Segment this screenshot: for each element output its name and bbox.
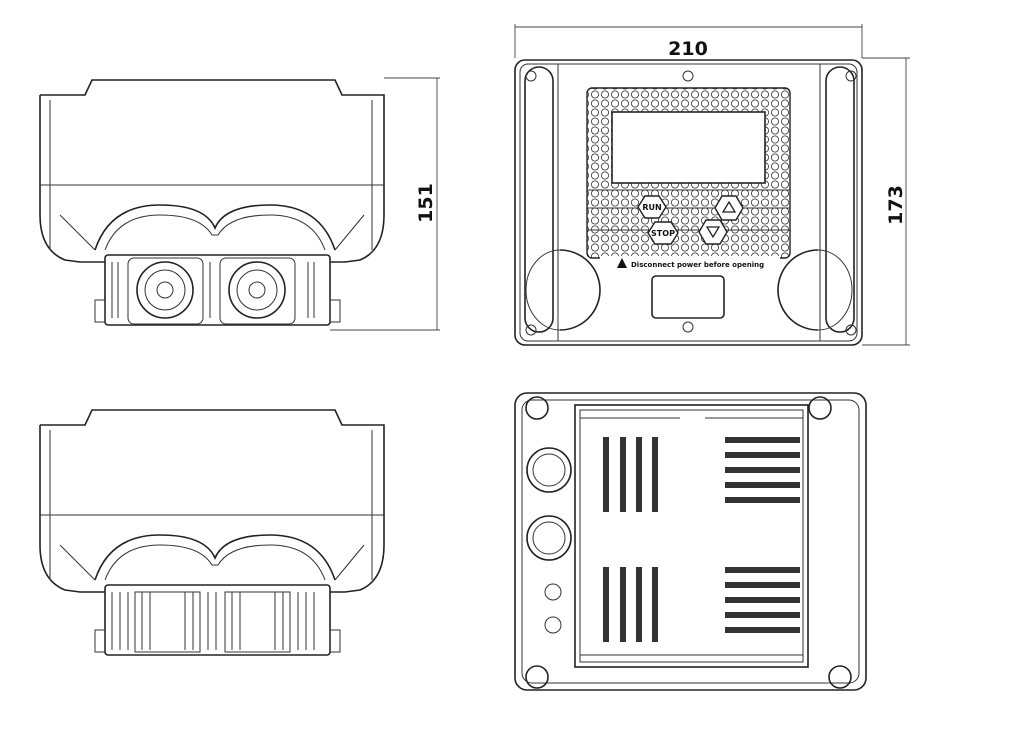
triangle-up-icon xyxy=(721,200,737,213)
dimension-210: 210 xyxy=(514,24,863,60)
dimension-label: 210 xyxy=(668,38,708,60)
stop-button[interactable]: STOP xyxy=(647,221,679,245)
side-view-top: 151 xyxy=(39,77,440,331)
triangle-down-icon xyxy=(705,226,721,239)
cable-gland-icon xyxy=(526,447,572,634)
down-button[interactable] xyxy=(698,219,728,245)
bottom-view xyxy=(514,392,867,691)
warning-triangle-icon xyxy=(617,258,627,268)
dimension-label: 151 xyxy=(415,183,437,223)
dimension-label: 173 xyxy=(885,185,907,225)
up-button[interactable] xyxy=(714,195,744,221)
fan-left-icon xyxy=(127,257,204,325)
connector-window xyxy=(651,275,725,319)
side-view-bottom xyxy=(39,409,385,656)
run-button[interactable]: RUN xyxy=(637,195,667,219)
warning-text: Disconnect power before opening xyxy=(631,261,764,269)
dimension-173: 173 xyxy=(862,57,910,346)
display-screen xyxy=(611,111,766,184)
fan-right-icon xyxy=(219,257,296,325)
svg-text:RUN: RUN xyxy=(642,203,661,212)
screw-icon xyxy=(525,70,857,336)
svg-text:STOP: STOP xyxy=(651,229,675,238)
right-slot xyxy=(825,66,855,333)
left-slot xyxy=(524,66,554,333)
dimension-151: 151 xyxy=(330,77,440,331)
front-view: RUN STOP Disconnect power before opening… xyxy=(514,24,910,346)
